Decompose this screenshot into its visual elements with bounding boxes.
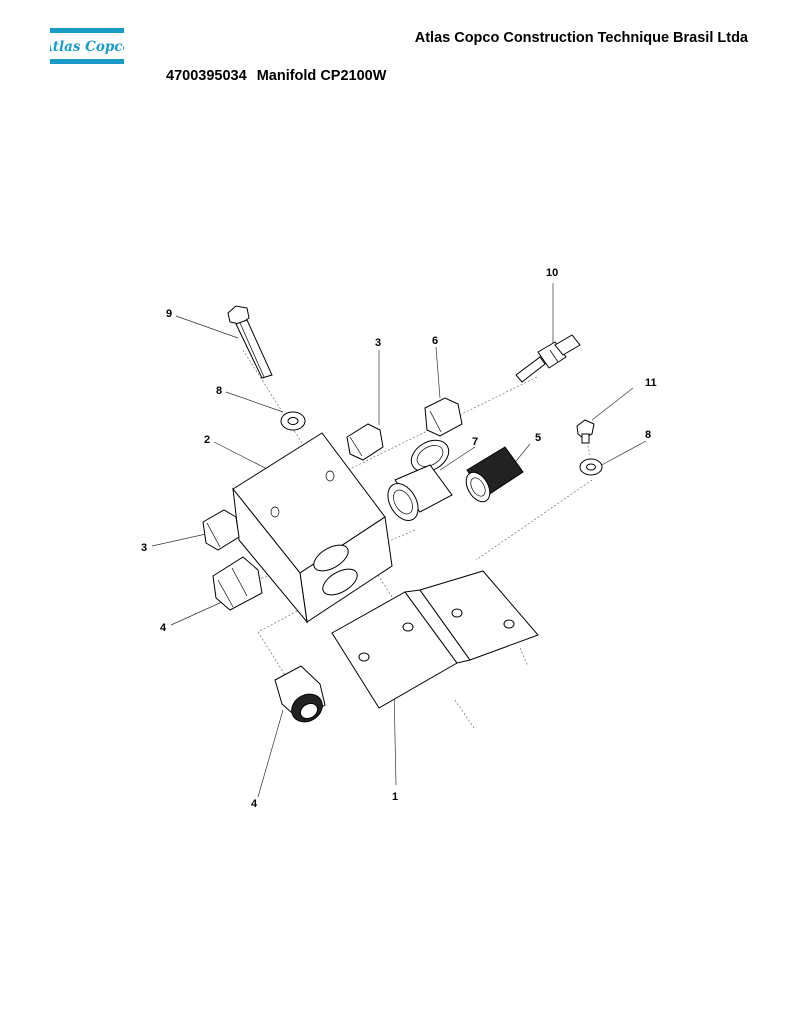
callout-8-right: 8 xyxy=(645,429,651,441)
fitting-part-10 xyxy=(515,334,581,383)
union-part-4-upper xyxy=(212,556,263,611)
plug-part-3-left xyxy=(202,509,240,551)
leader-lines xyxy=(151,283,647,798)
svg-text:Atlas Copco: Atlas Copco xyxy=(50,39,124,55)
callout-labels: 10 9 3 6 11 8 2 7 5 8 3 4 4 1 xyxy=(141,267,657,810)
plug-part-3-upper xyxy=(346,423,384,461)
adapter-part-6 xyxy=(424,397,463,437)
callout-8-left: 8 xyxy=(216,385,222,397)
nut-part-5 xyxy=(465,446,524,503)
bolt-part-9 xyxy=(227,305,273,379)
callout-1: 1 xyxy=(392,791,398,803)
callout-7: 7 xyxy=(472,436,478,448)
callout-11: 11 xyxy=(645,377,657,389)
callout-6: 6 xyxy=(432,335,438,347)
callout-4-upper: 4 xyxy=(160,622,167,634)
callout-10: 10 xyxy=(546,267,558,279)
manifold-block-part-2 xyxy=(232,432,393,624)
callout-2: 2 xyxy=(204,434,210,446)
company-name: Atlas Copco Construction Technique Brasi… xyxy=(414,30,748,46)
screw-part-11 xyxy=(576,419,595,444)
callout-9: 9 xyxy=(166,308,172,320)
elbow-part-7 xyxy=(387,439,453,521)
atlas-copco-logo: Atlas Copco xyxy=(40,28,132,64)
callout-3-upper: 3 xyxy=(375,337,381,349)
bracket-part-1 xyxy=(331,570,539,709)
part-name: Manifold CP2100W xyxy=(256,68,387,84)
washer-part-8-right xyxy=(579,458,603,476)
document-title: 4700395034 Manifold CP2100W xyxy=(166,68,392,84)
union-part-4-lower xyxy=(274,665,326,723)
callout-3-left: 3 xyxy=(141,542,147,554)
callout-4-lower: 4 xyxy=(251,798,258,810)
washer-part-8-left xyxy=(280,411,306,431)
callout-5: 5 xyxy=(535,432,541,444)
part-number: 4700395034 xyxy=(166,68,247,84)
